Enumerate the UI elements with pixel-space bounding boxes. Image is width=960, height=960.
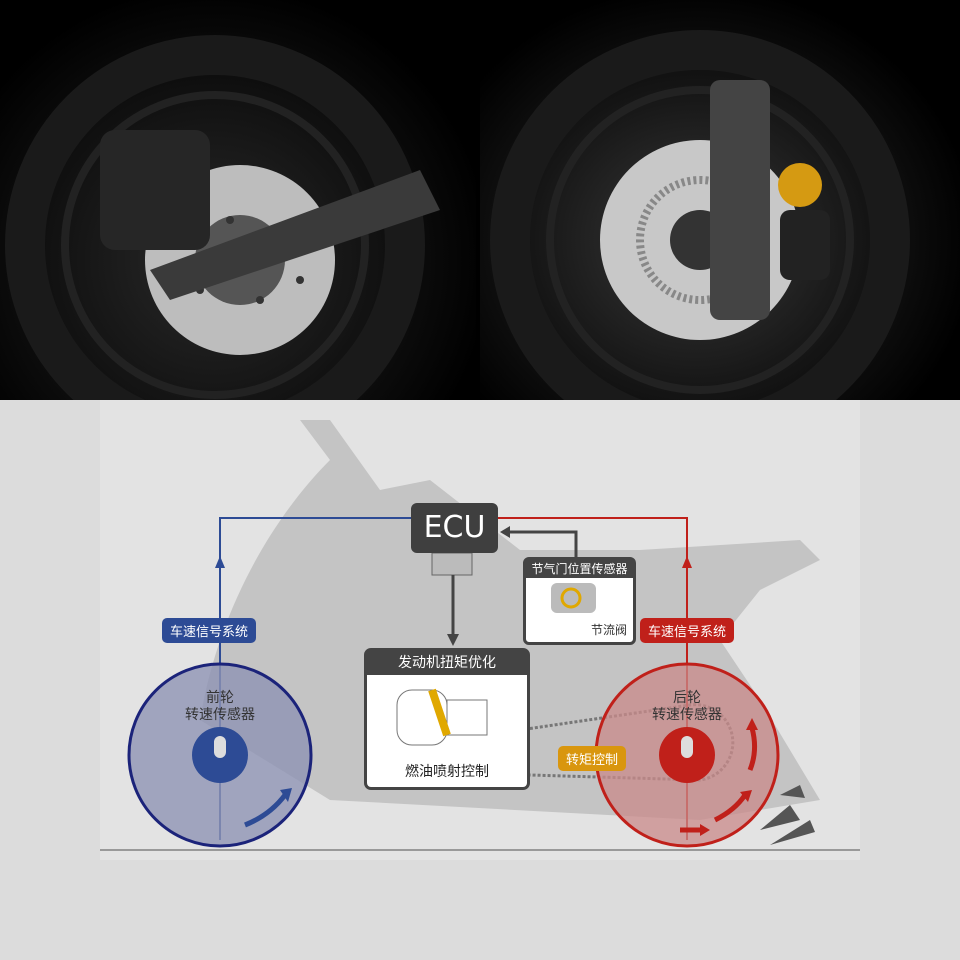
tps-title: 节气门位置传感器: [526, 560, 633, 578]
rear-sensor-label: 后轮 转速传感器: [627, 690, 747, 724]
rear-line2: 转速传感器: [652, 707, 722, 723]
ecu-box: ECU: [411, 503, 498, 553]
front-line2: 转速传感器: [185, 707, 255, 723]
front-speed-signal-tag: 车速信号系统: [162, 618, 257, 643]
throttle-body-icon: [551, 583, 596, 613]
throttle-position-sensor-box: 节气门位置传感器 节流阀: [523, 557, 636, 645]
reflector: [778, 163, 822, 207]
fuel-injection-caption: 燃油喷射控制: [405, 764, 489, 780]
front-sensor-label: 前轮 转速传感器: [160, 690, 280, 724]
front-line1: 前轮: [206, 690, 234, 706]
rear-line1: 后轮: [673, 690, 701, 706]
front-wheel-photo: [480, 0, 960, 400]
rear-wheel-illustration: [5, 35, 440, 400]
engine-fuel-injection-icon: [396, 688, 488, 746]
torque-control-tag: 转矩控制: [558, 746, 627, 771]
rear-speed-signal-tag: 车速信号系统: [640, 618, 735, 643]
rear-wheel-photo: [0, 0, 476, 400]
traction-control-diagram: ECU 节气门位置传感器 节流阀 发动机扭矩优化 燃油喷射控制 车速信号系统 车…: [0, 400, 960, 960]
front-wheel-illustration: [490, 30, 910, 400]
throttle-valve-label: 节流阀: [590, 623, 627, 637]
engine-title: 发动机扭矩优化: [367, 651, 527, 675]
engine-torque-box: 发动机扭矩优化 燃油喷射控制: [364, 648, 530, 790]
